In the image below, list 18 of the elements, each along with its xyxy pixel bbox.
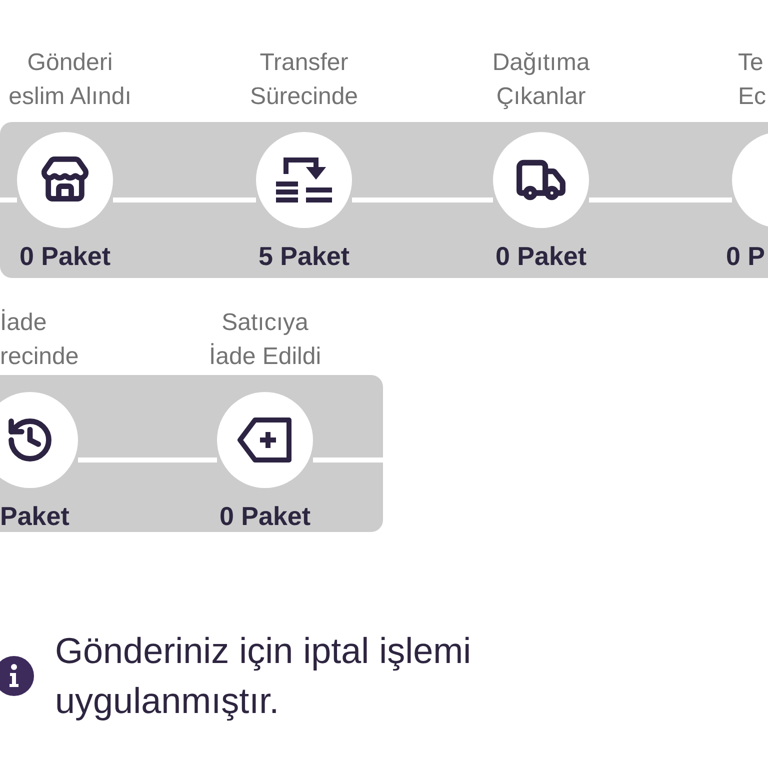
package-count: 0 Paket [494, 241, 588, 271]
package-count: 0 P [726, 241, 766, 271]
step-title: Transfer Sürecinde [248, 48, 360, 112]
connector-line [589, 198, 732, 202]
connector-line [78, 458, 217, 462]
step-title: Dağıtıma Çıkanlar [491, 48, 591, 112]
step-title: Gönderi eslim Alındı [8, 48, 132, 112]
step-title: İade recinde [0, 308, 80, 372]
step-title: Te Ec [738, 48, 768, 112]
package-count: Paket [0, 501, 70, 531]
connector-line [113, 198, 256, 202]
info-message: Gönderiniz için iptal işlemi uygulanmıştır. [55, 629, 472, 723]
connector-line [352, 198, 493, 202]
package-count: 5 Paket [257, 241, 351, 271]
package-count: 0 Paket [18, 241, 112, 271]
package-count: 0 Paket [218, 501, 312, 531]
step-title: Satıcıya İade Edildi [208, 308, 322, 372]
connector-line [0, 198, 17, 202]
